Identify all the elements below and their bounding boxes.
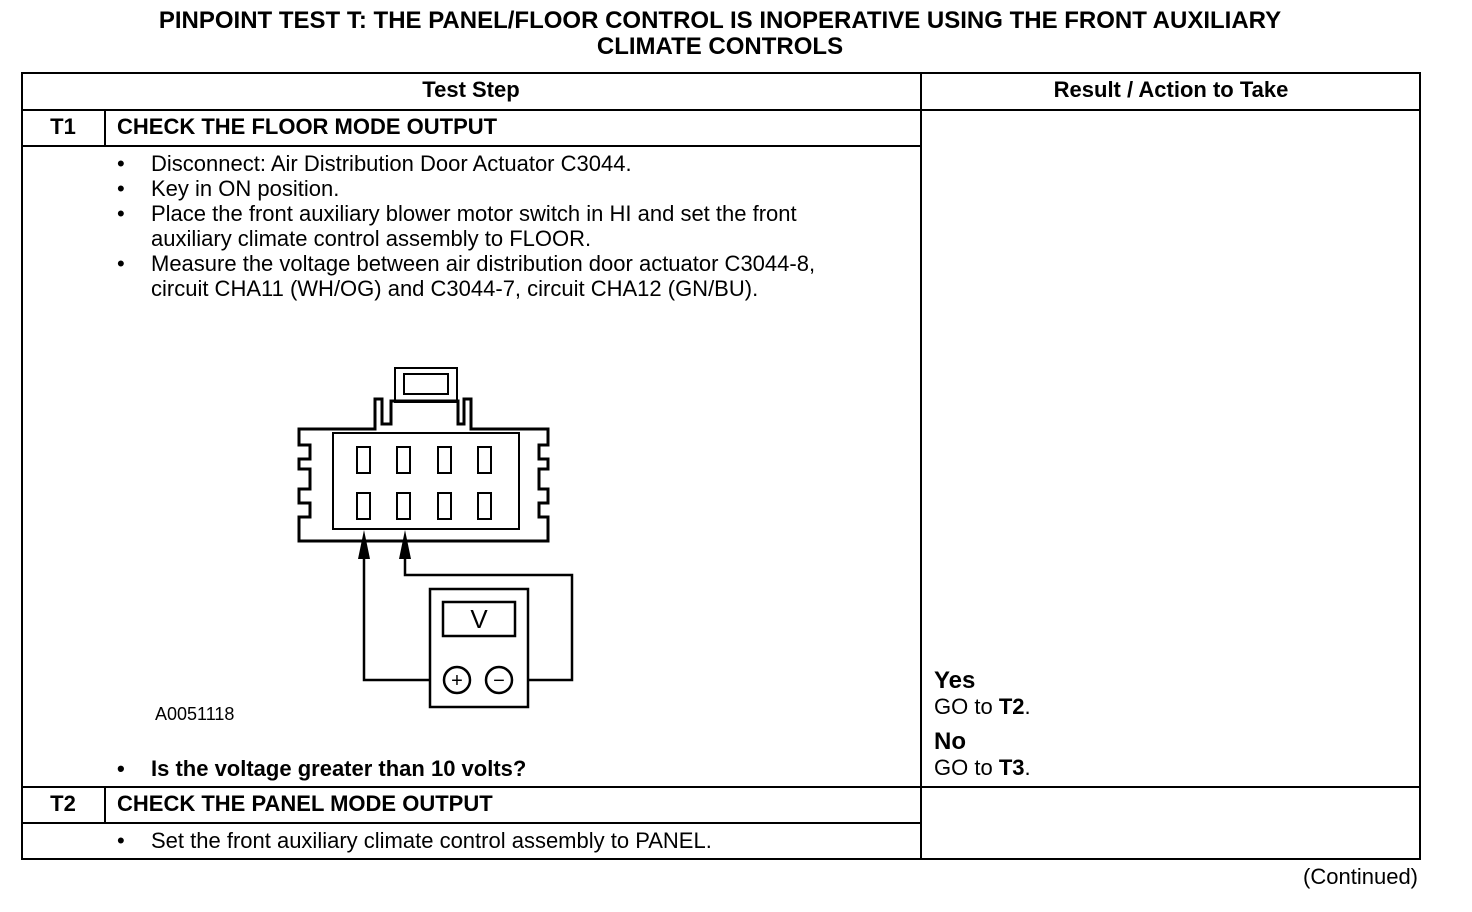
result-no-action-text: GO to	[934, 755, 993, 780]
connector-diagram: V + − A0051118	[155, 367, 574, 724]
t1-step: Key in ON position.	[117, 176, 817, 201]
connector-pin	[477, 492, 492, 520]
t1-id-divider	[104, 110, 106, 146]
result-yes-label: Yes	[934, 667, 976, 694]
t2-row-divider	[21, 786, 1421, 788]
t1-step: Place the front auxiliary blower motor s…	[117, 201, 817, 251]
t1-question: Is the voltage greater than 10 volts?	[117, 756, 897, 781]
t2-heading: CHECK THE PANEL MODE OUTPUT	[117, 791, 493, 816]
table-border-top	[21, 72, 1421, 74]
header-result: Result / Action to Take	[1053, 77, 1289, 102]
pinpoint-test-table: Test Step Result / Action to Take T1 CHE…	[21, 72, 1421, 860]
t1-step: Disconnect: Air Distribution Door Actuat…	[117, 151, 817, 176]
t2-id: T2	[50, 791, 76, 816]
result-yes-action: GO to T2.	[934, 694, 1031, 719]
test-lead-negative	[403, 559, 574, 682]
t2-step-list: Set the front auxiliary climate control …	[117, 828, 897, 853]
voltmeter-plus-terminal	[442, 665, 472, 695]
connector-latch	[394, 367, 458, 403]
connector-housing	[297, 397, 550, 543]
t1-step: Measure the voltage between air distribu…	[117, 251, 817, 301]
probe-tip-right	[399, 530, 411, 559]
column-divider	[920, 72, 922, 860]
t1-results: Yes GO to T2. No GO to T3.	[934, 667, 1404, 781]
probe-tip-left	[358, 530, 370, 559]
connector-pin	[356, 492, 371, 520]
t1-question-list: Is the voltage greater than 10 volts?	[117, 756, 897, 781]
connector-pin	[477, 446, 492, 474]
t1-id: T1	[50, 114, 76, 139]
table-border-right	[1419, 72, 1421, 860]
connector-pin	[356, 446, 371, 474]
voltmeter-body	[428, 587, 530, 709]
title-line-2: CLIMATE CONTROLS	[596, 33, 844, 60]
connector-inner-cavity	[332, 432, 520, 530]
t2-heading-divider	[21, 822, 921, 824]
connector-latch-window	[403, 373, 449, 395]
voltmeter-minus-sign: −	[493, 670, 505, 692]
voltmeter-display	[441, 600, 517, 638]
header-test-step: Test Step	[422, 77, 520, 102]
t2-step: Set the front auxiliary climate control …	[117, 828, 897, 853]
table-border-left	[21, 72, 23, 860]
voltmeter-symbol: V	[470, 604, 488, 634]
result-no-action: GO to T3.	[934, 755, 1031, 780]
connector-pin	[396, 446, 411, 474]
connector-pin	[437, 446, 452, 474]
t1-heading: CHECK THE FLOOR MODE OUTPUT	[117, 114, 498, 139]
result-yes-action-text: GO to	[934, 694, 993, 719]
page-title: PINPOINT TEST T: THE PANEL/FLOOR CONTROL…	[0, 8, 1440, 60]
t1-step-list: Disconnect: Air Distribution Door Actuat…	[117, 151, 817, 301]
result-yes-target: T2	[998, 694, 1025, 719]
header-divider	[21, 109, 1421, 111]
result-no-target: T3	[998, 755, 1025, 780]
t1-heading-divider	[21, 145, 921, 147]
voltmeter-minus-terminal	[484, 665, 514, 695]
continued-note: (Continued)	[1303, 864, 1418, 889]
connector-pin	[437, 492, 452, 520]
figure-id: A0051118	[155, 704, 234, 724]
t2-id-divider	[104, 787, 106, 823]
title-line-1: PINPOINT TEST T: THE PANEL/FLOOR CONTROL…	[158, 7, 1282, 34]
result-no-label: No	[934, 728, 966, 755]
connector-pin	[396, 492, 411, 520]
test-lead-positive	[362, 559, 431, 682]
voltmeter-plus-sign: +	[451, 670, 463, 692]
table-border-bottom	[21, 858, 1421, 860]
